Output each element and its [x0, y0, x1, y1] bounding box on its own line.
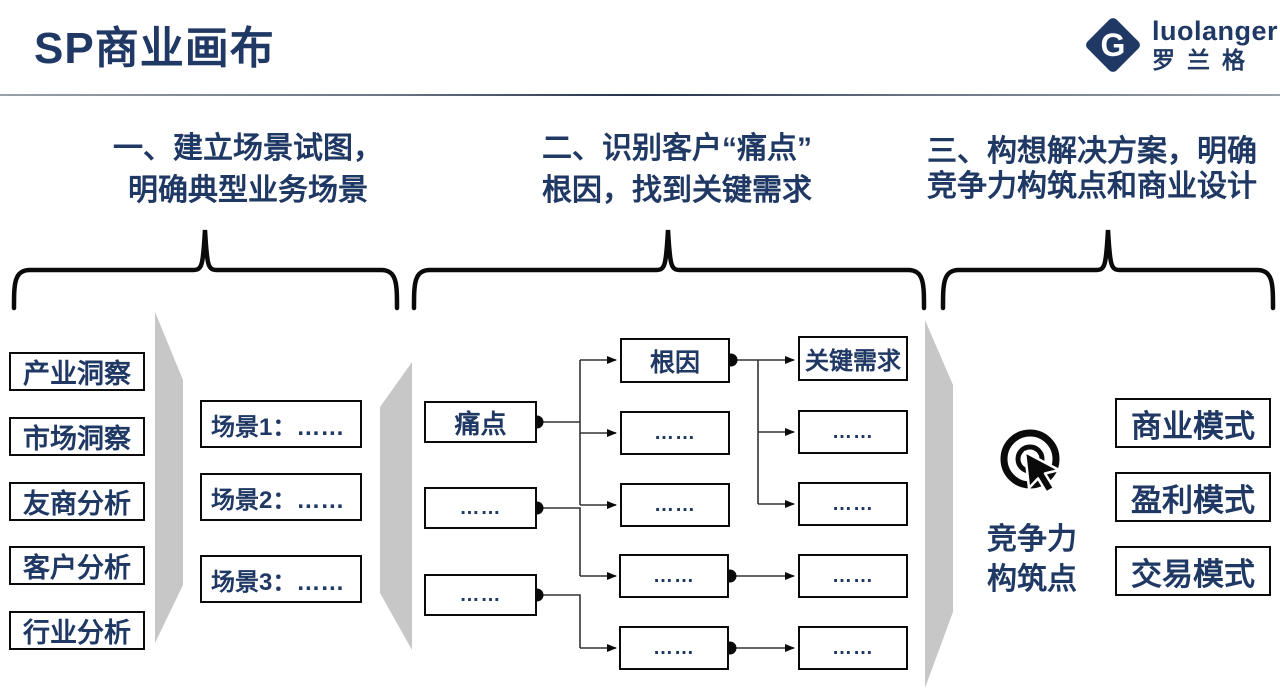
connector-lines	[537, 356, 795, 652]
root-cause-box: ……	[619, 626, 729, 670]
insight-box: 产业洞察	[9, 352, 145, 391]
panel-arrow-2	[380, 362, 412, 650]
scenario-box: 场景2：……	[200, 473, 362, 521]
panel-arrow-1	[155, 312, 183, 643]
target-cursor-icon	[1000, 429, 1061, 494]
root-cause-box: 根因	[620, 338, 730, 383]
insight-box: 市场洞察	[9, 417, 145, 456]
section-1-line-1: 一、建立场景试图，	[113, 132, 383, 165]
section-3-line-2: 竞争力构筑点和商业设计	[927, 170, 1257, 203]
model-box: 交易模式	[1115, 546, 1271, 596]
key-need-box: ……	[798, 482, 908, 526]
key-need-box: ……	[798, 410, 908, 454]
section-2-line-2: 根因，找到关键需求	[542, 174, 812, 207]
key-need-box: ……	[798, 626, 908, 670]
title-divider	[0, 94, 1280, 96]
brace-section-3	[940, 229, 1276, 311]
brace-section-2	[411, 229, 927, 311]
section-2-line-1: 二、识别客户“痛点”	[542, 132, 812, 165]
section-header-2: 二、识别客户“痛点” 根因，找到关键需求	[512, 128, 842, 212]
key-need-box: ……	[798, 554, 908, 598]
brace-section-1	[11, 229, 400, 311]
competitiveness-line-2: 构筑点	[987, 563, 1077, 596]
scenario-box: 场景1：……	[200, 400, 362, 448]
logo-brand-name: luolanger	[1152, 16, 1279, 46]
panel-arrow-3	[925, 320, 953, 688]
section-3-line-1: 三、构想解决方案，明确	[927, 135, 1257, 168]
scenario-box: 场景3：……	[200, 555, 362, 603]
pain-point-box: 痛点	[424, 401, 537, 443]
competitiveness-line-1: 竞争力	[987, 523, 1077, 556]
logo-text: luolanger 罗兰格	[1152, 18, 1278, 72]
root-cause-box: ……	[620, 411, 730, 455]
logo-diamond-icon: G	[1086, 18, 1140, 72]
competitiveness-label: 竞争力 构筑点	[968, 520, 1096, 600]
model-box: 盈利模式	[1115, 472, 1271, 522]
key-need-box: 关键需求	[798, 336, 908, 381]
insight-box: 友商分析	[9, 482, 145, 521]
section-header-1: 一、建立场景试图， 明确典型业务场景	[88, 128, 408, 212]
section-1-line-2: 明确典型业务场景	[128, 174, 368, 207]
root-cause-box: ……	[620, 483, 730, 527]
logo-mark-letter: G	[1101, 27, 1126, 63]
model-box: 商业模式	[1115, 398, 1271, 448]
root-cause-box: ……	[619, 554, 729, 598]
insight-box: 客户分析	[9, 546, 145, 585]
insight-box: 行业分析	[9, 611, 145, 650]
logo-brand-name-cn: 罗兰格	[1152, 47, 1257, 73]
page-title: SP商业画布	[34, 24, 275, 73]
pain-point-box: ……	[424, 487, 537, 529]
pain-point-box: ……	[424, 574, 537, 616]
section-header-3: 三、构想解决方案，明确 竞争力构筑点和商业设计	[897, 134, 1280, 204]
brand-logo: G luolanger 罗兰格	[1080, 12, 1278, 78]
